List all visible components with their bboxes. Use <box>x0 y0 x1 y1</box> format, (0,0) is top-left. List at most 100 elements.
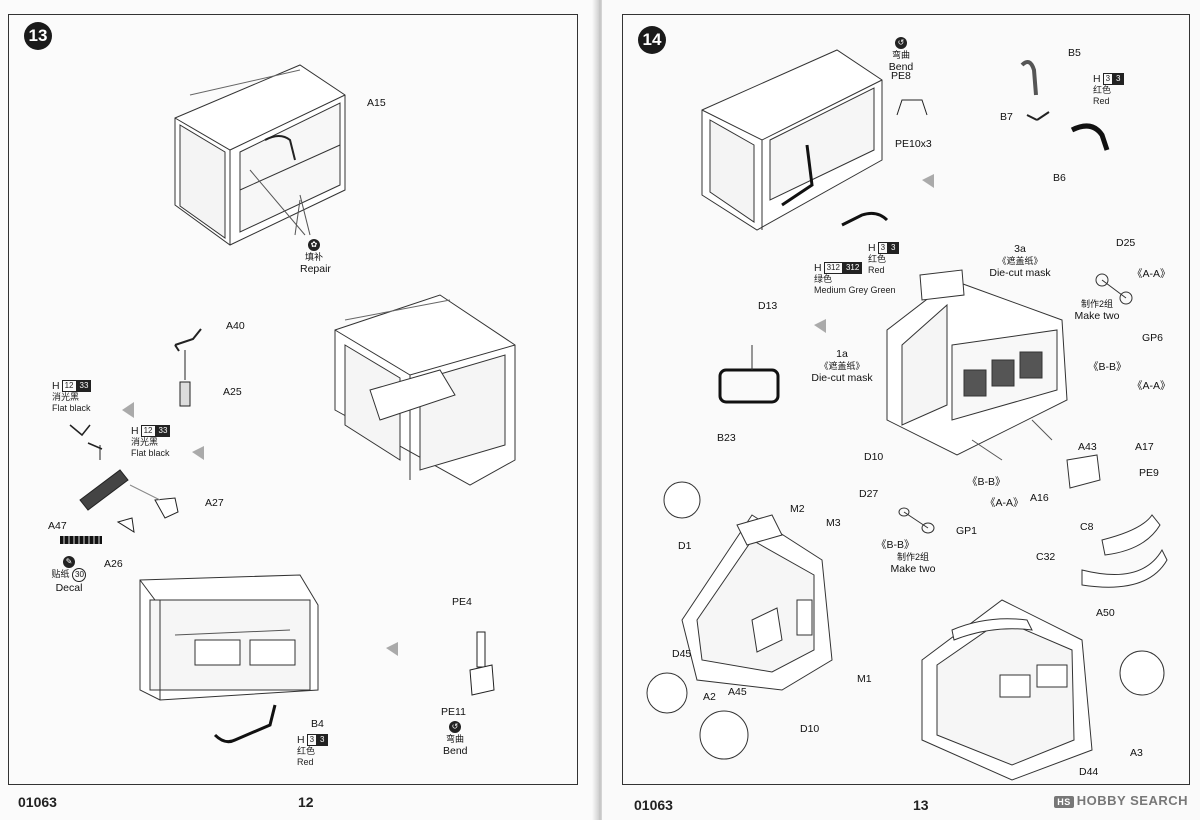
decal-icon: ✎ <box>63 556 75 568</box>
part-label-a45: A45 <box>728 686 747 698</box>
paint-code-letter: H <box>814 261 822 274</box>
part-label-a15: A15 <box>367 97 386 109</box>
part-label-m1: M1 <box>857 673 872 685</box>
paint-name-en: Red <box>868 265 885 275</box>
part-d25-gp6-drawing <box>1095 273 1133 305</box>
make-two-note-2: 制作2组 Make two <box>888 551 938 575</box>
paint-code-box-dark: 3 <box>317 734 328 746</box>
part-label-a2: A2 <box>703 691 716 703</box>
instruction-page-right: 14 <box>602 0 1200 820</box>
bend-label-en: Bend <box>888 61 914 73</box>
bend-label-cn: 弯曲 <box>891 50 910 60</box>
decal-note: ✎ 贴纸 30 Decal <box>46 555 92 594</box>
hull-panel-middle-drawing <box>886 269 1101 489</box>
paint-code-box: 12 <box>61 380 77 392</box>
catalog-number: 01063 <box>634 797 673 813</box>
part-label-d45: D45 <box>672 648 692 660</box>
part-label-b23: B23 <box>717 432 736 444</box>
paint-name-cn: 红色 <box>1093 85 1112 95</box>
part-label-b7: B7 <box>1000 111 1013 123</box>
paint-code-box: 12 <box>140 425 156 437</box>
detail-callout-circles <box>646 481 1165 760</box>
page-frame <box>8 14 578 785</box>
paint-name-cn: 红色 <box>297 746 316 756</box>
assembly-drawing-step-14 <box>646 49 1168 781</box>
page-frame <box>622 14 1190 785</box>
part-d27-gp1-drawing <box>898 507 935 534</box>
part-label-pe10: PE10x3 <box>895 138 932 150</box>
part-label-a16: A16 <box>1030 492 1049 504</box>
paint-code-box: 312 <box>823 262 843 274</box>
part-label-pe9: PE9 <box>1139 467 1159 479</box>
assembly-drawing-step-13 <box>69 64 516 744</box>
decal-label-cn: 贴纸 <box>51 569 70 579</box>
paint-code-box-dark: 33 <box>155 425 171 437</box>
make-two-note-1: 制作2组 Make two <box>1072 298 1122 322</box>
paint-code-box-dark: 3 <box>888 242 899 254</box>
bend-note: ↺ 弯曲 Bend <box>886 36 916 73</box>
part-label-c32: C32 <box>1036 551 1056 563</box>
paint-code-box: 3 <box>1102 73 1114 85</box>
bend-note: ↺ 弯曲 Bend <box>443 720 468 757</box>
mask-note-1a: 1a 《遮盖纸》 Die-cut mask <box>807 348 877 384</box>
paint-name-cn: 消光黑 <box>52 392 80 402</box>
cab-frame-bottom-drawing <box>139 574 319 744</box>
section-label-aa-3: 《A-A》 <box>985 497 1024 509</box>
part-label-a50: A50 <box>1096 607 1115 619</box>
bend-icon: ↺ <box>895 37 907 49</box>
paint-code-box-dark: 3 <box>1113 73 1124 85</box>
step-number-badge: 14 <box>638 26 666 54</box>
instruction-page-left: 13 <box>0 0 598 820</box>
paint-name-en: Red <box>297 757 314 767</box>
repair-label-en: Repair <box>300 263 331 275</box>
paint-code-box-dark: 33 <box>76 380 92 392</box>
part-label-d13: D13 <box>758 300 778 312</box>
part-label-b4: B4 <box>311 718 324 730</box>
paint-name-cn: 红色 <box>868 254 887 264</box>
part-pe8-b-parts-drawing <box>896 59 1110 151</box>
part-label-b5: B5 <box>1068 47 1081 59</box>
part-label-m3: M3 <box>826 517 841 529</box>
part-a40-a25-drawing <box>174 328 202 407</box>
part-label-a17: A17 <box>1135 441 1154 453</box>
mask-label-en: Die-cut mask <box>989 267 1051 279</box>
part-label-a26: A26 <box>104 558 123 570</box>
part-label-a3: A3 <box>1130 747 1143 759</box>
decal-strip-image <box>60 536 102 544</box>
watermark-logo: HS <box>1054 796 1074 808</box>
section-label-bb-2: 《B-B》 <box>967 476 1006 488</box>
part-c8-c32-drawing <box>1081 514 1168 588</box>
part-label-pe11: PE11 <box>441 706 466 718</box>
part-label-d44: D44 <box>1079 766 1099 778</box>
page-number: 13 <box>913 797 929 813</box>
decal-number: 30 <box>72 568 87 582</box>
part-label-a27: A27 <box>205 497 224 509</box>
part-label-d10-top: D10 <box>864 451 884 463</box>
paint-code-letter: H <box>297 733 305 746</box>
hull-bottom-left-drawing <box>681 514 833 691</box>
step-number-badge: 13 <box>24 22 52 50</box>
paint-code-box: 3 <box>877 242 889 254</box>
part-label-m2: M2 <box>790 503 805 515</box>
paint-code-letter: H <box>1093 72 1101 85</box>
repair-icon: ✿ <box>308 239 320 251</box>
repair-label-cn: 填补 <box>304 252 323 262</box>
part-label-a25: A25 <box>223 386 242 398</box>
bend-label-en: Bend <box>443 745 468 757</box>
paint-name-cn: 消光黑 <box>131 437 159 447</box>
paint-code-letter: H <box>131 424 139 437</box>
part-label-d1: D1 <box>678 540 692 552</box>
part-label-pe4: PE4 <box>452 596 472 608</box>
make-two-label-cn: 制作2组 <box>1080 299 1113 309</box>
cab-frame-top-drawing <box>174 64 346 246</box>
mask-label-en: Die-cut mask <box>811 372 873 384</box>
make-two-label-en: Make two <box>890 563 936 575</box>
mask-id: 3a <box>1014 243 1026 255</box>
watermark-text: HOBBY SEARCH <box>1076 793 1188 808</box>
repair-note: ✿ 填补 Repair <box>300 238 331 275</box>
paint-code-letter: H <box>52 379 60 392</box>
